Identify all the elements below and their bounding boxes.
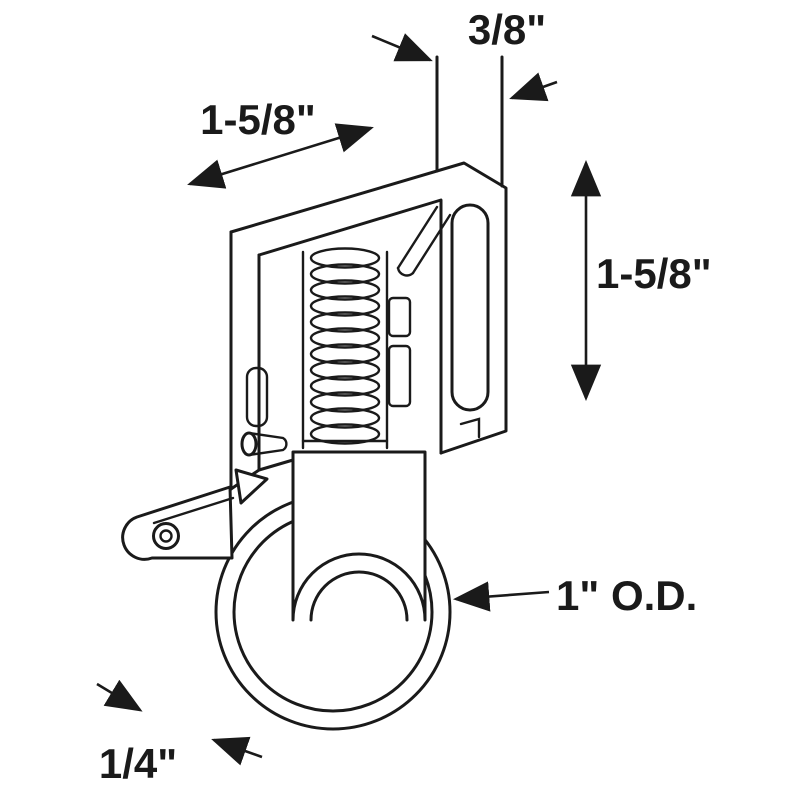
- angled-cut-line-1: [396, 205, 439, 270]
- left-frame-slot: [245, 366, 269, 428]
- tension-spring: [301, 247, 389, 450]
- dimension-label-tab-width: 3/8": [468, 6, 546, 53]
- ear-bend-line: [152, 496, 235, 525]
- wheel-offset-arrow-upper: [96, 679, 143, 712]
- angled-cut-line-2: [411, 213, 452, 275]
- angled-cut-end: [396, 266, 415, 277]
- housing-width-arrow: [187, 123, 374, 189]
- ear-screw-hole-inner: [159, 529, 173, 543]
- inner-slot-upper: [387, 296, 412, 338]
- dimension-label-wheel-od: 1" O.D.: [556, 572, 697, 619]
- ear-screw-hole-outer: [152, 522, 180, 550]
- housing-bottom-notch: [459, 417, 481, 439]
- yoke-outer-strap: [291, 450, 427, 622]
- yoke-inner-edge: [309, 570, 409, 622]
- latch-tab: [234, 468, 269, 505]
- wheel-od-arrow: [452, 581, 550, 612]
- housing-inner-edge: [257, 198, 443, 455]
- dimension-label-housing-height: 1-5/8": [596, 250, 712, 297]
- inner-slot-lower: [387, 344, 412, 408]
- wheel-offset-arrow-lower: [211, 736, 263, 766]
- tab-width-arrow-left: [371, 33, 433, 62]
- dimension-label-housing-width: 1-5/8": [200, 96, 316, 143]
- pivot-pin: [240, 431, 288, 457]
- housing: [229, 55, 508, 505]
- dimension-annotations: 3/8" 1-5/8" 1-5/8" 1" O.D. 1/4": [96, 6, 712, 787]
- ear-outline: [121, 485, 234, 561]
- tab-width-arrow-right: [509, 72, 558, 102]
- adjustment-slot: [450, 203, 490, 412]
- dimension-label-wheel-offset: 1/4": [99, 740, 177, 787]
- mounting-ear: [121, 485, 235, 561]
- spring-coils: [309, 247, 381, 445]
- wheel-yoke: [291, 450, 427, 622]
- housing-outer-edge: [229, 161, 508, 455]
